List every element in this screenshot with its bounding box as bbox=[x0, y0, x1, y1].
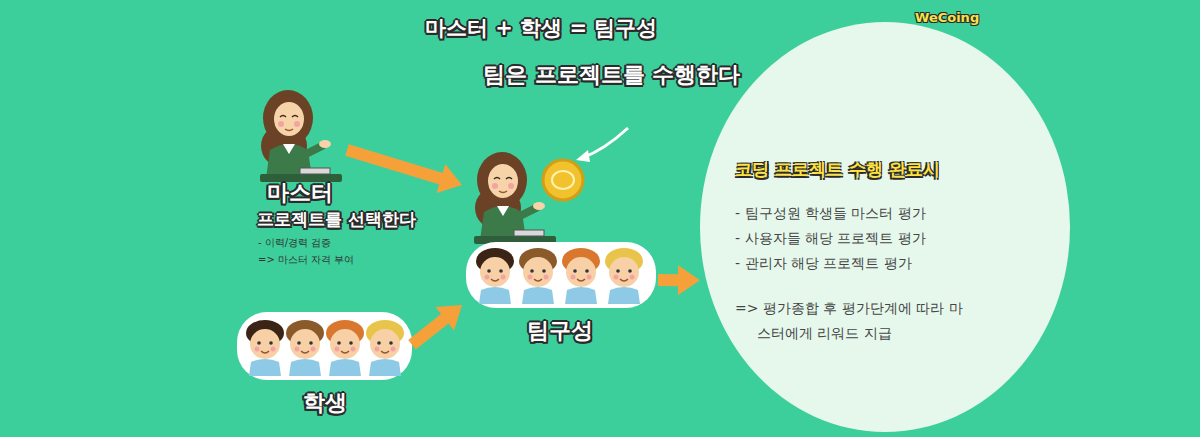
student-group: 학생 bbox=[237, 310, 412, 422]
arrow-shaft bbox=[658, 274, 680, 286]
arrow-head bbox=[437, 164, 462, 193]
node-heading: 마스터 bbox=[267, 178, 333, 208]
subtitle: 팀은 프로젝트를 수행한다 bbox=[483, 60, 740, 90]
connector-arrow bbox=[658, 265, 700, 295]
node-text: => 평가종합 후 평가단계에 따라 마스터에게 리워드 지급 bbox=[735, 296, 970, 346]
arrow-head bbox=[435, 305, 462, 330]
node-text: - 팀구성원 학생들 마스터 평가 bbox=[735, 201, 926, 226]
connector-arrow bbox=[412, 305, 462, 345]
connector-arrow bbox=[347, 150, 462, 193]
detail-note: => 마스터 자격 부여 bbox=[258, 253, 354, 267]
detail-note: - 이력/경력 검증 bbox=[258, 236, 331, 250]
master-group: 마스터 bbox=[252, 85, 347, 210]
title: 마스터 + 학생 = 팀구성 bbox=[425, 14, 657, 42]
node-heading: 팀구성 bbox=[527, 316, 593, 346]
arrow-head bbox=[678, 265, 700, 295]
node-heading: 코딩 프로젝트 수행 완료시 bbox=[735, 158, 940, 181]
node-text: - 관리자 해당 프로젝트 평가 bbox=[735, 251, 912, 276]
node-text: - 사용자들 해당 프로젝트 평가 bbox=[735, 226, 926, 251]
team-group: 팀구성 bbox=[462, 150, 658, 350]
node-heading: 학생 bbox=[303, 388, 347, 418]
role-note: 프로젝트를 선택한다 bbox=[257, 209, 416, 231]
arrow-shaft bbox=[347, 150, 443, 179]
brand-mark: WeCoing bbox=[915, 10, 979, 25]
result-ellipse: 코딩 프로젝트 수행 완료시 - 팀구성원 학생들 마스터 평가- 사용자들 해당… bbox=[700, 22, 1070, 432]
arrow-shaft bbox=[412, 317, 446, 344]
